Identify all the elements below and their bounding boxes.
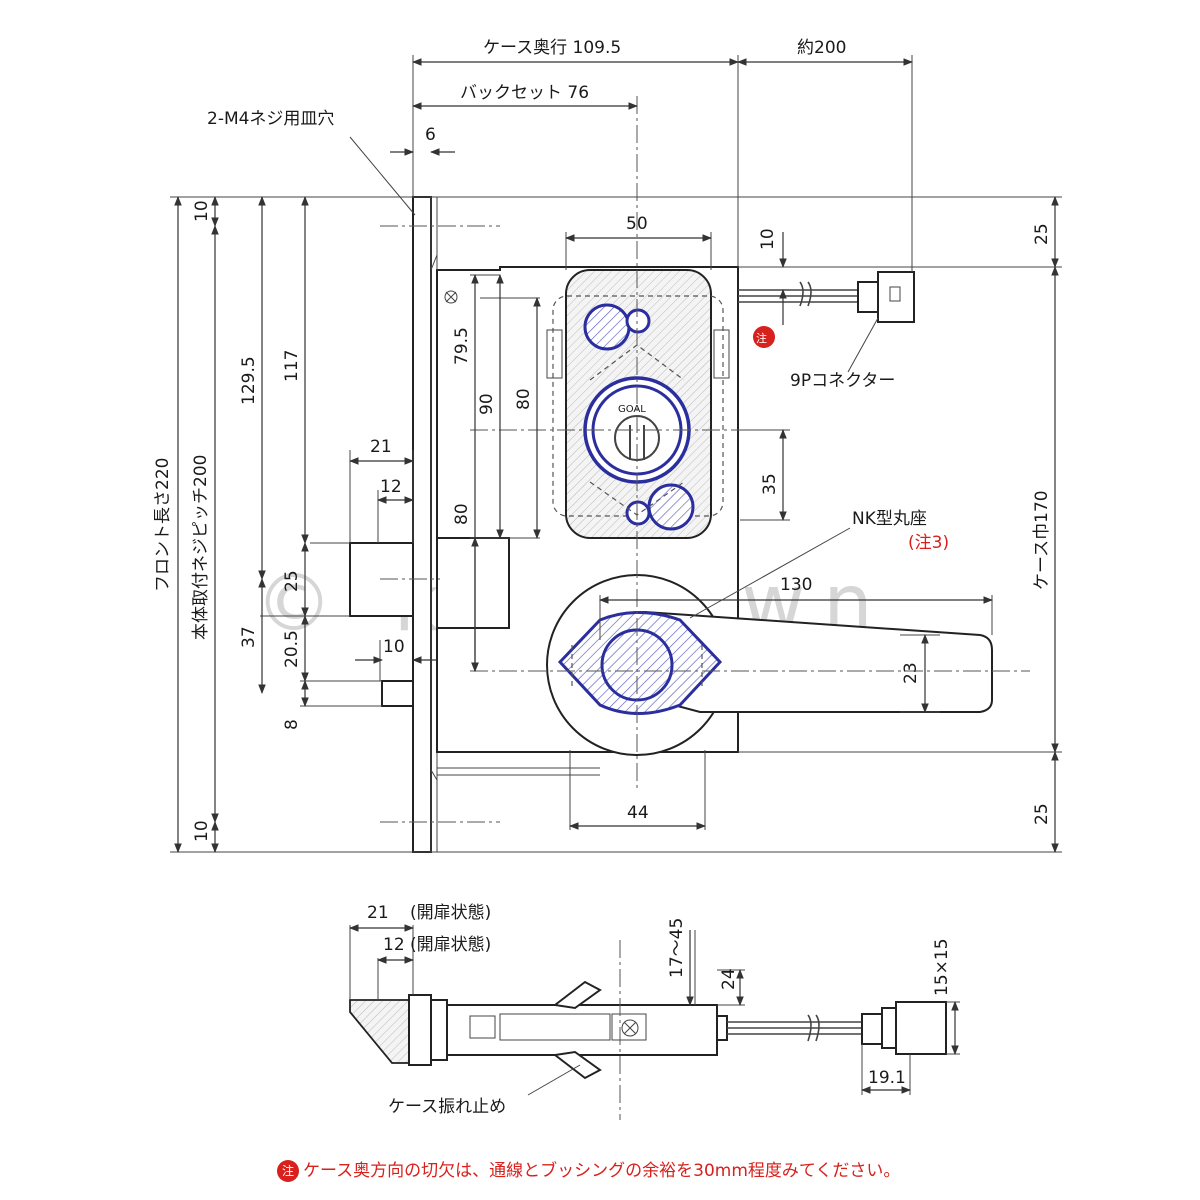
top-view-labels: 21 (開扉状態) 12 (開扉状態) 17〜45 24 15×15 19.1 …	[367, 903, 952, 1117]
label-d21: 21	[370, 437, 392, 457]
label-d10-top-left: 10	[192, 200, 212, 222]
label-cable-length: 約200	[797, 38, 846, 58]
case-top-flange	[430, 254, 438, 781]
label-d23: 23	[901, 662, 921, 684]
latch-bolt-case	[436, 537, 510, 629]
connector-9p	[857, 281, 879, 313]
label-d8: 8	[282, 719, 302, 730]
footnote: 注ケース奥方向の切欠は、通線とブッシングの余裕を30mm程度みてください。	[277, 1156, 900, 1182]
label-d80-lower: 80	[452, 503, 472, 525]
label-screw-pitch: 本体取付ネジピッチ200	[191, 455, 211, 640]
case-screw	[444, 290, 458, 304]
label-d25-bottom: 25	[1032, 803, 1052, 825]
dimension-lines	[174, 58, 1059, 853]
label-bottom-24: 24	[719, 968, 739, 990]
label-d79-5: 79.5	[452, 327, 472, 365]
label-d44: 44	[627, 803, 649, 823]
label-case-width: ケース巾170	[1032, 490, 1052, 590]
label-d10-connector: 10	[758, 228, 778, 250]
label-bottom-12-state: (開扉状態)	[410, 935, 491, 955]
cable	[738, 289, 860, 303]
lower-boss	[647, 483, 695, 531]
label-screw-holes: 2-M4ネジ用皿穴	[207, 109, 334, 129]
latch-profile	[349, 999, 414, 1064]
label-d20-5: 20.5	[282, 630, 302, 668]
label-d80-upper: 80	[514, 388, 534, 410]
label-connector: 9Pコネクター	[790, 371, 895, 391]
label-d117: 117	[282, 350, 302, 382]
footnote-mark: 注	[277, 1160, 299, 1182]
footnote-text: ケース奥方向の切欠は、通線とブッシングの余裕を30mm程度みてください。	[303, 1161, 901, 1181]
note-marker	[753, 326, 775, 348]
case-body-top	[446, 1004, 718, 1056]
label-d6: 6	[425, 125, 436, 145]
label-d12: 12	[380, 477, 402, 497]
label-case-depth: ケース奥行 109.5	[483, 38, 621, 58]
dimension-labels: ケース奥行 109.5 約200 バックセット 76 2-M4ネジ用皿穴 6 5…	[153, 38, 1052, 842]
label-front-length: フロント長さ220	[153, 458, 173, 592]
front-plate	[412, 196, 432, 853]
label-d10-bottom-left: 10	[192, 820, 212, 842]
note-marker-text: 注	[756, 331, 767, 345]
label-case-stopper: ケース振れ止め	[388, 1097, 506, 1117]
label-backset: バックセット 76	[460, 83, 589, 103]
label-bottom-15x15: 15×15	[932, 938, 952, 996]
label-note3: (注3)	[908, 533, 949, 553]
label-d129-5: 129.5	[239, 356, 259, 405]
label-bottom-17-45: 17〜45	[667, 918, 687, 978]
label-nk-rose: NK型丸座	[852, 509, 927, 529]
label-d25-top: 25	[1032, 223, 1052, 245]
label-d90: 90	[477, 393, 497, 415]
label-bottom-21: 21	[367, 903, 389, 923]
label-bottom-19-1: 19.1	[868, 1068, 906, 1088]
guard-bolt	[381, 680, 414, 707]
connector-top	[861, 1013, 883, 1045]
case-stopper	[552, 980, 602, 1080]
label-d25-latch: 25	[282, 570, 302, 592]
cylinder-brand: GOAL	[618, 404, 646, 415]
label-bottom-12: 12	[383, 935, 405, 955]
label-d50: 50	[626, 214, 648, 234]
label-d130: 130	[780, 575, 812, 595]
top-view	[349, 924, 960, 1120]
extension-lines	[170, 55, 1062, 853]
label-d10-deadbolt: 10	[383, 637, 405, 657]
label-d37: 37	[239, 626, 259, 648]
upper-boss	[583, 303, 631, 351]
label-d35: 35	[760, 473, 780, 495]
label-bottom-21-state: (開扉状態)	[410, 903, 491, 923]
